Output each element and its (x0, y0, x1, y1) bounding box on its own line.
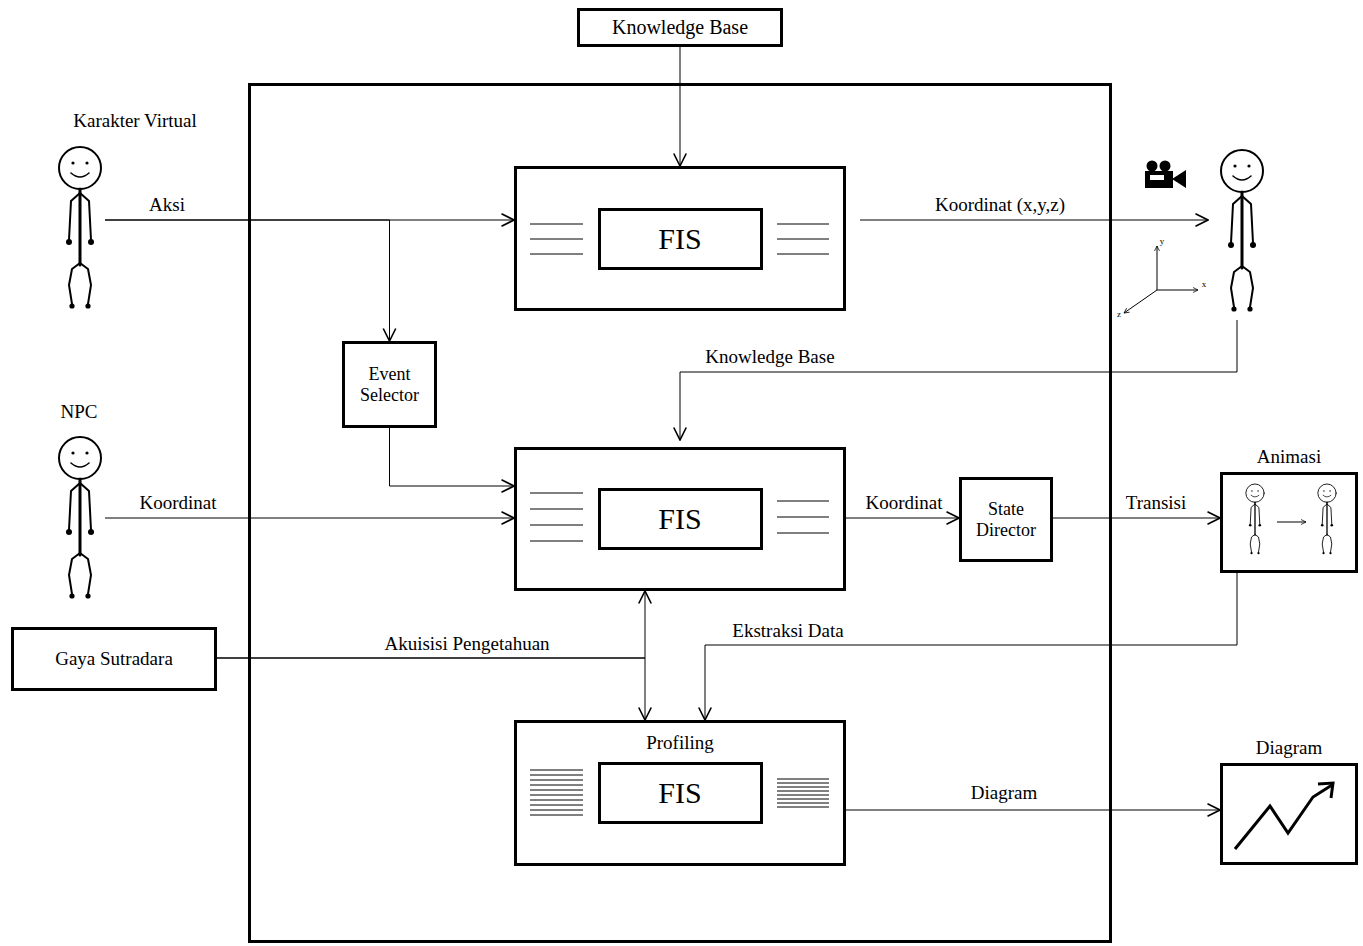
node-heading: Animasi (1257, 446, 1321, 468)
node-heading: Diagram (1256, 737, 1322, 759)
camera-window (1150, 175, 1164, 180)
animation-figure (1246, 484, 1264, 554)
actor-figure: Karakter Virtual (57, 145, 103, 310)
arrow-label: Koordinat (x,y,z) (933, 194, 1067, 216)
connector-arrow (217, 591, 645, 658)
connector-label: Aksi (147, 194, 187, 216)
connector-arrow (680, 47, 681, 166)
camera-icon (1145, 161, 1186, 189)
npc-figure (59, 437, 101, 599)
connector-arrow (105, 518, 514, 519)
node-heading: Karakter Virtual (73, 110, 197, 132)
fis-box: FIS (598, 208, 763, 270)
connector-arrow (390, 428, 515, 486)
input-box: Gaya Sutradara (11, 627, 217, 691)
node-heading: Profiling (517, 732, 843, 754)
system-boundary (250, 85, 1111, 942)
connector-label: Diagram (969, 782, 1039, 804)
connector-label: Akuisisi Pengetahuan (382, 633, 551, 655)
trend-line (1235, 785, 1332, 849)
panel-lines (530, 224, 829, 815)
animation-arrow (1277, 522, 1306, 523)
connector-arrow (217, 658, 645, 720)
node-text: Knowledge Base (612, 16, 748, 39)
fis-box: FIS (598, 488, 763, 550)
fis-panel: FIS (514, 447, 846, 591)
connector-arrow (846, 810, 1220, 811)
connector-arrow (1053, 518, 1220, 519)
connector-arrow (846, 518, 959, 519)
axis-letter: x (1202, 279, 1207, 289)
animation-figure (1318, 484, 1336, 554)
feedback-arrow (680, 320, 1237, 440)
node-text: Event Selector (345, 364, 434, 405)
camera-reel (1160, 161, 1171, 172)
connector-arrow (705, 573, 1237, 720)
camera-body (1145, 171, 1173, 188)
camera-lens (1172, 170, 1186, 188)
connector-label: Transisi (1124, 492, 1189, 514)
connector-label: Koordinat (137, 492, 218, 514)
connector-label: Koordinat (863, 492, 944, 514)
axes (1124, 246, 1198, 313)
process-box: Event Selector (342, 341, 437, 428)
axis-letter: z (1117, 309, 1121, 319)
fis-panel: FIS (514, 166, 846, 311)
connector-arrow (105, 220, 390, 341)
node-text: State Director (962, 499, 1050, 540)
z-axis (1124, 290, 1157, 313)
output-box: Diagram (1220, 763, 1358, 865)
trend-chart (1235, 783, 1333, 849)
process-box: State Director (959, 477, 1053, 562)
camera-subject-figure (1221, 150, 1263, 312)
camera-reel (1147, 161, 1158, 172)
connector-label: Ekstraksi Data (730, 620, 845, 642)
trend-arrow-head (1318, 783, 1333, 798)
arrow-label: Knowledge Base (703, 346, 836, 368)
output-box: Animasi (1220, 472, 1358, 573)
fis-box: FIS (598, 762, 763, 824)
node-heading: NPC (61, 401, 98, 423)
actor-figure: NPC (57, 435, 103, 600)
y-axis (1157, 246, 1158, 290)
x-axis (1157, 290, 1198, 291)
knowledge-box: Knowledge Base (577, 8, 783, 47)
fis-panel: ProfilingFIS (514, 720, 846, 866)
coordinate-arrow (860, 220, 1208, 221)
axis-letter: y (1160, 236, 1165, 246)
virtual-character-figure (59, 147, 101, 309)
node-text: Gaya Sutradara (55, 648, 173, 670)
